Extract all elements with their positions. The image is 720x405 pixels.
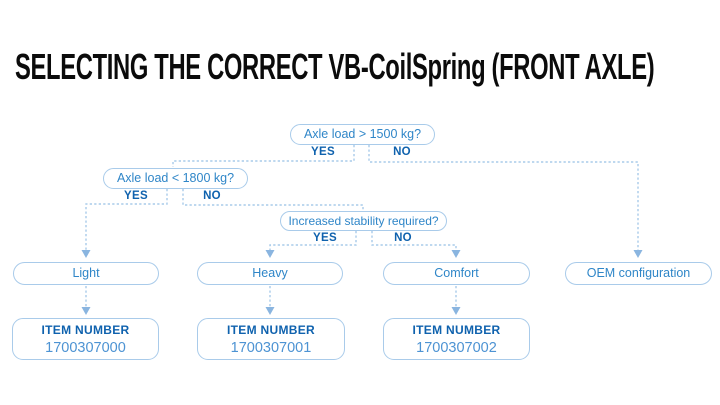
connector-d2-no [182,189,364,210]
arrowhead-oem [633,250,643,258]
connector-d1-yes [172,145,355,167]
decision-box-axle-load-1800: Axle load < 1800 kg? [103,168,248,189]
branch-label-d3-yes: YES [313,232,337,244]
arrowhead-comfort [451,250,461,258]
arrowhead-item-2 [265,307,275,315]
connector-d1-no [368,145,639,250]
connector-d2-yes [85,189,168,250]
branch-label-d1-yes: YES [311,146,335,158]
outcome-box-heavy: Heavy [197,262,343,285]
page-title: SELECTING THE CORRECT VB-CoilSpring (FRO… [15,46,655,87]
item-number-label: ITEM NUMBER [412,322,501,337]
item-number-label: ITEM NUMBER [227,322,315,337]
arrowhead-heavy [265,250,275,258]
decision-box-axle-load-1500: Axle load > 1500 kg? [290,124,435,145]
item-number-value: 1700307000 [45,339,126,356]
connector-d3-no [371,231,457,250]
item-number-label: ITEM NUMBER [41,322,130,337]
branch-label-d1-no: NO [393,146,411,158]
arrowhead-light [81,250,91,258]
branch-label-d2-no: NO [203,190,221,202]
arrowhead-item-1 [81,307,91,315]
item-box-1: ITEM NUMBER 1700307000 [12,318,159,360]
branch-label-d2-yes: YES [124,190,148,202]
item-box-2: ITEM NUMBER 1700307001 [197,318,345,360]
item-box-3: ITEM NUMBER 1700307002 [383,318,530,360]
branch-label-d3-no: NO [394,232,412,244]
item-number-value: 1700307002 [416,339,497,356]
arrowhead-item-3 [451,307,461,315]
outcome-box-light: Light [13,262,159,285]
decision-box-stability: Increased stability required? [280,211,447,231]
outcome-box-comfort: Comfort [383,262,530,285]
item-number-value: 1700307001 [230,339,312,356]
outcome-box-oem-configuration: OEM configuration [565,262,712,285]
